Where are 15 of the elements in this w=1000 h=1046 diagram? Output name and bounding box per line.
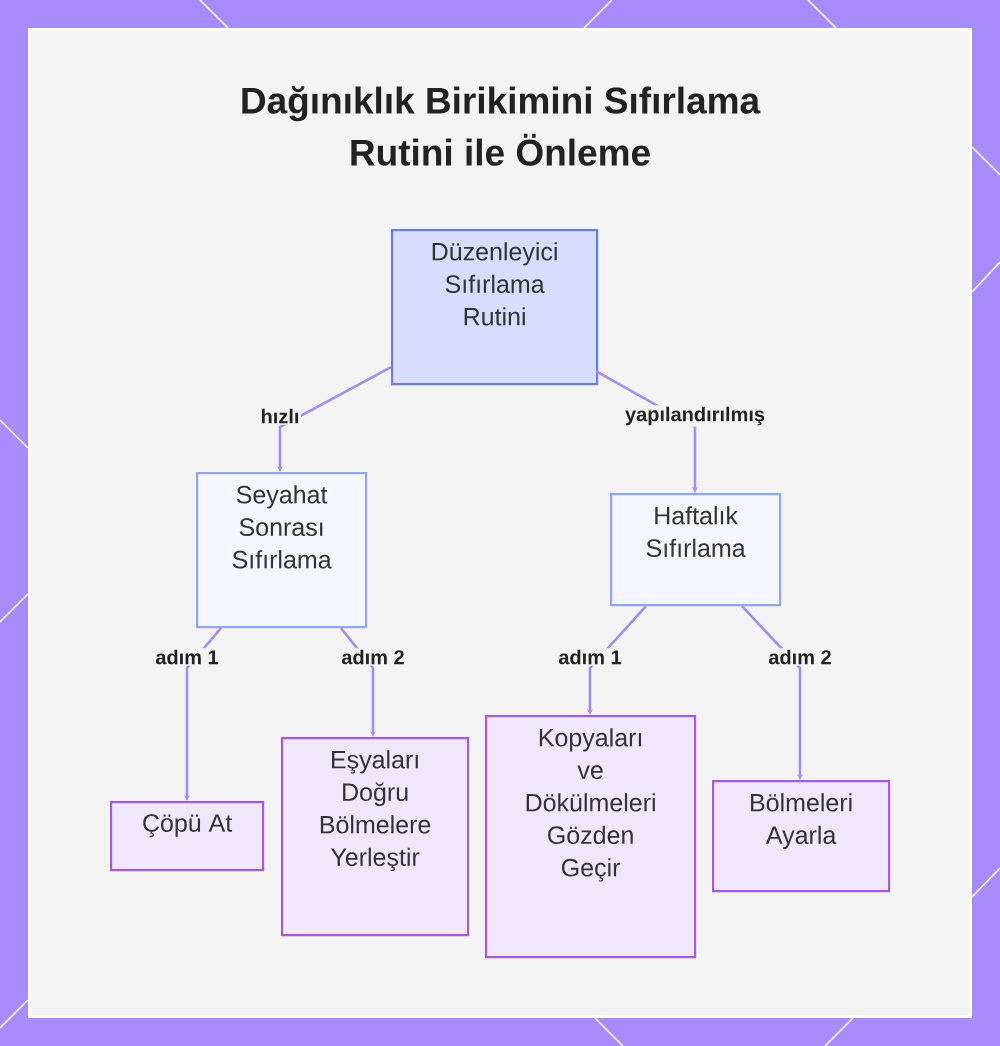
step-box: Kopyaları ve Dökülmeleri Gözden Geçir [485, 715, 697, 959]
arrow [340, 627, 377, 737]
step-box: Haftalık Sıfırlama [610, 493, 782, 607]
arrow [741, 605, 804, 780]
edge-label: adım 1 [153, 648, 221, 666]
edge-label: adım 1 [556, 648, 624, 666]
title: Dağınıklık Birikimini Sıfırlama Rutini ile Önleme [242, 86, 761, 166]
step-box: Çöpü At [110, 801, 265, 872]
edge-label: adım 2 [766, 648, 834, 666]
step-box: Seyahat Sonrası Sıfırlama [196, 472, 368, 629]
edge-label: hızlı [259, 407, 301, 425]
step-box: Düzenleyici Sıfırlama Rutini [391, 229, 599, 386]
edge-label: adım 2 [339, 648, 407, 666]
step-box: Eşyaları Doğru Bölmelere Yerleştir [281, 737, 470, 937]
step-box: Bölmeleri Ayarla [712, 780, 891, 893]
